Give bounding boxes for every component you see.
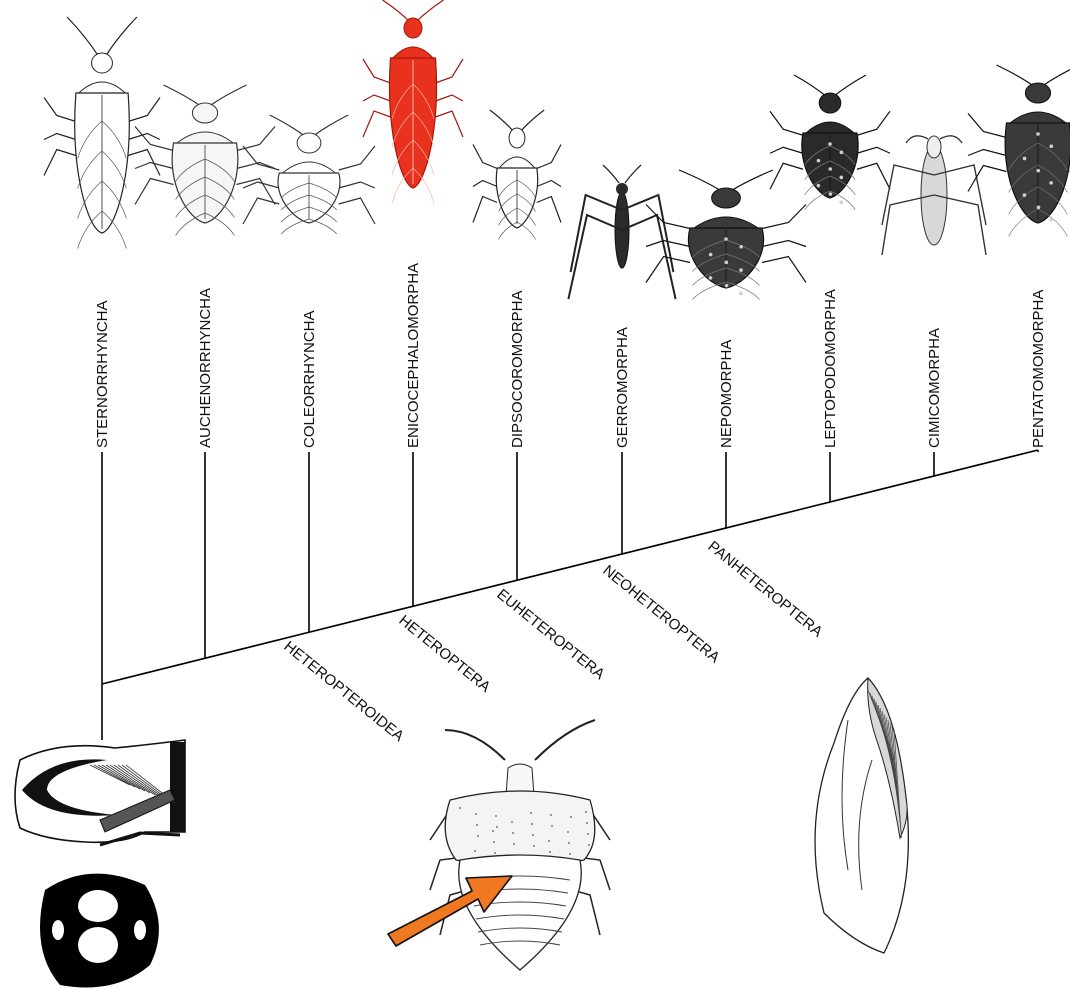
clade-label: HETEROPTEROIDEA <box>280 638 407 745</box>
cimicomorpha-illustration-icon <box>882 136 986 255</box>
taxon-label: DIPSOCOROMORPHA <box>509 290 526 448</box>
coleorrhyncha-illustration-icon <box>243 115 375 234</box>
taxon-label: ENICOCEPHALOMORPHA <box>405 263 422 448</box>
taxon-label: CIMICOMORPHA <box>926 328 943 448</box>
gerromorpha-illustration-icon <box>568 165 675 299</box>
head-muscle-section-icon <box>15 740 185 845</box>
sternorrhyncha-illustration-icon <box>44 17 160 249</box>
bottom-illustrations <box>15 678 908 988</box>
leptopodomorpha-illustration-icon <box>770 75 890 210</box>
clade-label: EUHETEROPTERA <box>493 586 607 683</box>
nepomorpha-illustration-icon <box>646 170 806 300</box>
taxon-label: NEPOMORPHA <box>718 340 735 448</box>
head-cross-section-icon <box>40 874 159 988</box>
taxon-label: COLEORRHYNCHA <box>301 310 318 448</box>
tree-branches <box>102 450 1038 740</box>
clade-label: HETEROPTERA <box>395 612 493 696</box>
insect-illustrations <box>44 0 1070 300</box>
nymph-dorsal-view-icon <box>430 720 610 970</box>
forewing-icon <box>815 678 908 953</box>
taxon-label: STERNORRHYNCHA <box>94 300 111 448</box>
clade-label: NEOHETEROPTERA <box>599 562 722 666</box>
taxon-label: LEPTOPODOMORPHA <box>822 289 839 448</box>
enicocephalomorpha-illustration-icon <box>363 0 463 203</box>
taxon-label: AUCHENORRHYNCHA <box>197 288 214 448</box>
taxon-label: PENTATOMOMORPHA <box>1030 290 1047 448</box>
clade-label: PANHETEROPTERA <box>704 538 825 641</box>
taxon-label: GERROMORPHA <box>614 327 631 448</box>
dipsocoromorpha-illustration-icon <box>473 110 561 240</box>
